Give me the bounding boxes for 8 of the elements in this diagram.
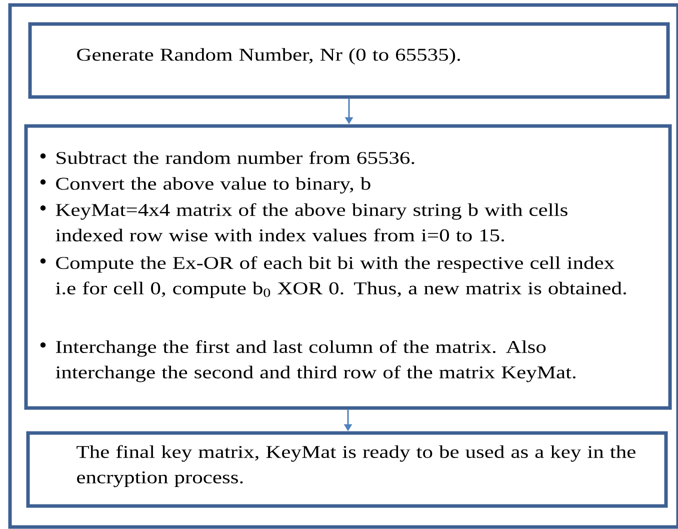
process-box: The final key matrix, KeyMat is ready to be used as a key in the encryption process. bbox=[26, 431, 668, 508]
bullet-item: Compute the Ex-OR of each bit bi with the respective cell index i.e for cell 0, compute b$_{0}$ XOR 0. Thus, a new matrix is obtained. bbox=[56, 256, 626, 298]
bullet-item: Subtract the random number from 65536. bbox=[56, 151, 414, 164]
bullet-item: KeyMat=4x4 matrix of the above binary string b with cells indexed row wise with index values from i=0 to 15. bbox=[56, 203, 568, 242]
bullet-item: Interchange the first and last column of the matrix. Also interchange the second and third row of the matrix KeyMat. bbox=[56, 340, 576, 382]
outer-frame bbox=[8, 3, 678, 529]
bullet-item: Convert the above value to binary, b bbox=[56, 177, 370, 194]
process-box: Generate Random Number, Nr (0 to 65535). bbox=[28, 22, 670, 99]
